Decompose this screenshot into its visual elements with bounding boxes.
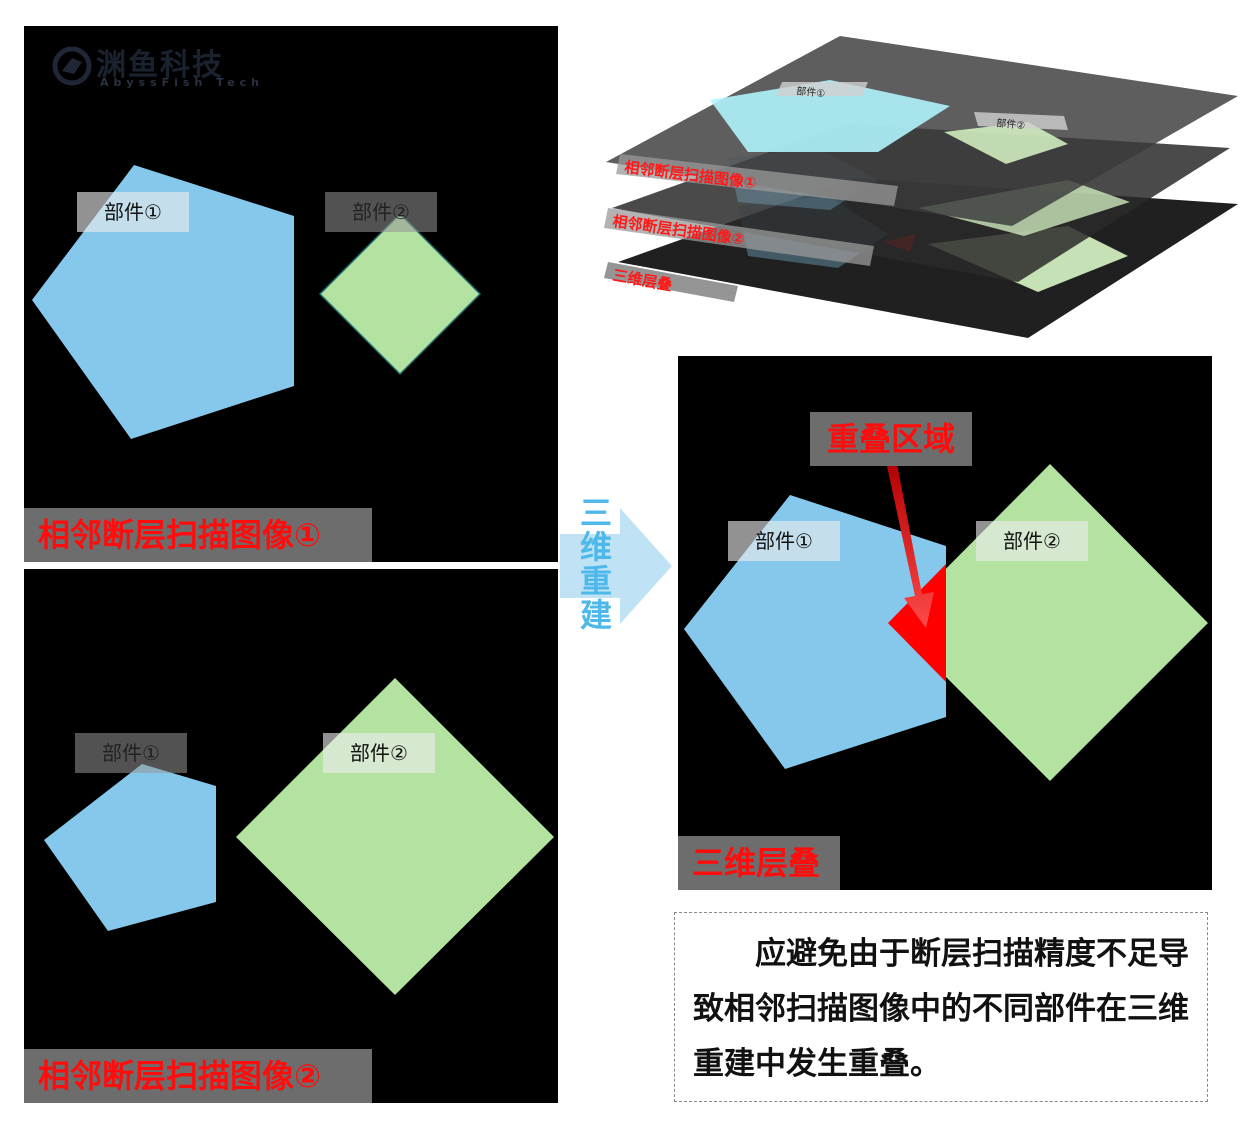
- part2-label: 部件②: [325, 192, 437, 232]
- overlay-caption: 三维层叠: [678, 836, 840, 890]
- layer1-caption-bg: [616, 154, 898, 206]
- stack-part2-label: 部件②: [996, 116, 1026, 132]
- diamond-part2: [892, 464, 1208, 781]
- pentagon-part1: [44, 764, 216, 931]
- layer2-caption-bg: [604, 208, 874, 266]
- diamond-part2: [236, 678, 554, 995]
- layer-stack-svg: 部件① 部件② 相邻断层扫描图像① 相邻断层扫描图像② 三维层叠: [604, 36, 1238, 338]
- part1-label: 部件①: [728, 521, 840, 561]
- scan1-shapes: [32, 165, 482, 439]
- pentagon-part1: [684, 495, 946, 769]
- arrow-char: 维: [579, 528, 612, 566]
- logo-icon: [52, 46, 92, 86]
- layer1-tag: [776, 82, 868, 96]
- reconstruction-arrow: 三 维 重 建: [560, 496, 676, 634]
- pentagon-part1: [32, 165, 294, 439]
- scan-panel-2: 部件① 部件② 相邻断层扫描图像②: [24, 569, 558, 1103]
- logo-name-en: AbyssFish Tech: [100, 76, 264, 89]
- part1-label: 部件①: [75, 733, 187, 773]
- arrow-char: 重: [579, 562, 612, 600]
- scan2-shapes: [44, 678, 554, 995]
- layer1-diamond: [944, 122, 1068, 164]
- diamond-part2: [318, 212, 482, 376]
- scan-panel-1: 渊鱼科技 AbyssFish Tech 部件① 部件② 相邻断层扫描图像①: [24, 26, 558, 562]
- arrow-right-icon: [560, 508, 672, 624]
- overlap-label: 重叠区域: [810, 412, 972, 466]
- scan1-caption: 相邻断层扫描图像①: [24, 508, 372, 562]
- overlap-pointer-arrow: [887, 464, 934, 628]
- layer1-pentagon: [710, 80, 950, 152]
- note-text: 应避免由于断层扫描精度不足导致相邻扫描图像中的不同部件在三维重建中发生重叠。: [674, 912, 1208, 1102]
- scan2-caption: 相邻断层扫描图像②: [24, 1049, 372, 1103]
- part1-label: 部件①: [77, 192, 189, 232]
- part2-label: 部件②: [976, 521, 1088, 561]
- arrow-char: 建: [579, 596, 612, 634]
- layer1-tag: [974, 112, 1068, 130]
- logo-name-cn: 渊鱼科技: [96, 48, 224, 83]
- overlay-shapes: [684, 464, 1208, 781]
- layer3-caption-bg: [604, 262, 738, 302]
- stack-part1-label: 部件①: [796, 84, 826, 100]
- arrow-char: 三: [579, 494, 612, 532]
- part2-label: 部件②: [323, 733, 435, 773]
- layer-stack: 部件① 部件② 相邻断层扫描图像① 相邻断层扫描图像② 三维层叠: [598, 30, 1238, 346]
- overlay-panel: 重叠区域 部件① 部件② 三维层叠: [678, 356, 1212, 890]
